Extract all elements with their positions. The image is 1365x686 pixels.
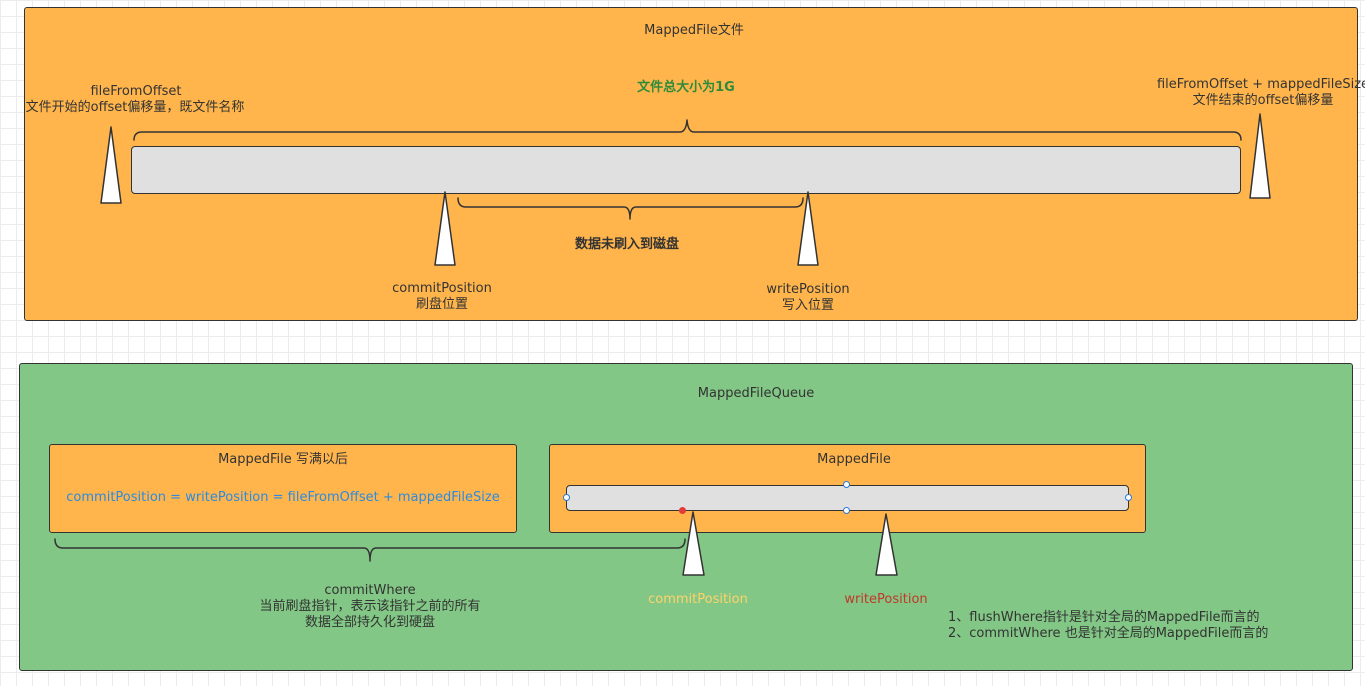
resize-handle-right[interactable] (1125, 494, 1132, 501)
commit-where-desc-1: 当前刷盘指针，表示该指针之前的所有 (259, 599, 481, 614)
mapped-file-queue-title: MappedFileQueue (697, 386, 815, 401)
resize-handle-bottom[interactable] (843, 507, 850, 514)
commit-position-label: commitPosition (392, 281, 492, 296)
commit-position-pointer-label: commitPosition (648, 592, 748, 607)
connection-point[interactable] (679, 507, 686, 514)
write-position-pointer-label: writePosition (844, 592, 928, 607)
file-from-offset-label: fileFromOffset (90, 84, 182, 99)
commit-where-desc-2: 数据全部持久化到硬盘 (304, 615, 435, 630)
total-size-label: 文件总大小为1G (637, 80, 735, 95)
note-1: 1、flushWhere指针是针对全局的MappedFile而言的 (948, 610, 1260, 625)
full-mapped-file-title: MappedFile 写满以后 (218, 452, 348, 467)
note-2: 2、commitWhere 也是针对全局的MappedFile而言的 (948, 626, 1269, 641)
resize-handle-left[interactable] (563, 494, 570, 501)
file-from-offset-desc: 文件开始的offset偏移量，既文件名称 (25, 100, 245, 115)
commit-where-label: commitWhere (324, 583, 416, 598)
file-end-desc: 文件结束的offset偏移量 (1192, 93, 1334, 108)
not-flushed-label: 数据未刷入到磁盘 (574, 237, 679, 252)
mapped-file-title: MappedFile文件 (644, 23, 744, 38)
mapped-file-bar (131, 146, 1241, 194)
full-file-equation: commitPosition = writePosition = fileFro… (66, 490, 500, 505)
full-mapped-file-box (49, 444, 517, 533)
mapped-file-box-title: MappedFile (817, 452, 891, 467)
write-position-desc: 写入位置 (781, 298, 834, 313)
write-position-label: writePosition (766, 282, 850, 297)
resize-handle-top[interactable] (843, 481, 850, 488)
file-end-label: fileFromOffset + mappedFileSize (1156, 77, 1365, 92)
commit-position-desc: 刷盘位置 (415, 297, 468, 312)
